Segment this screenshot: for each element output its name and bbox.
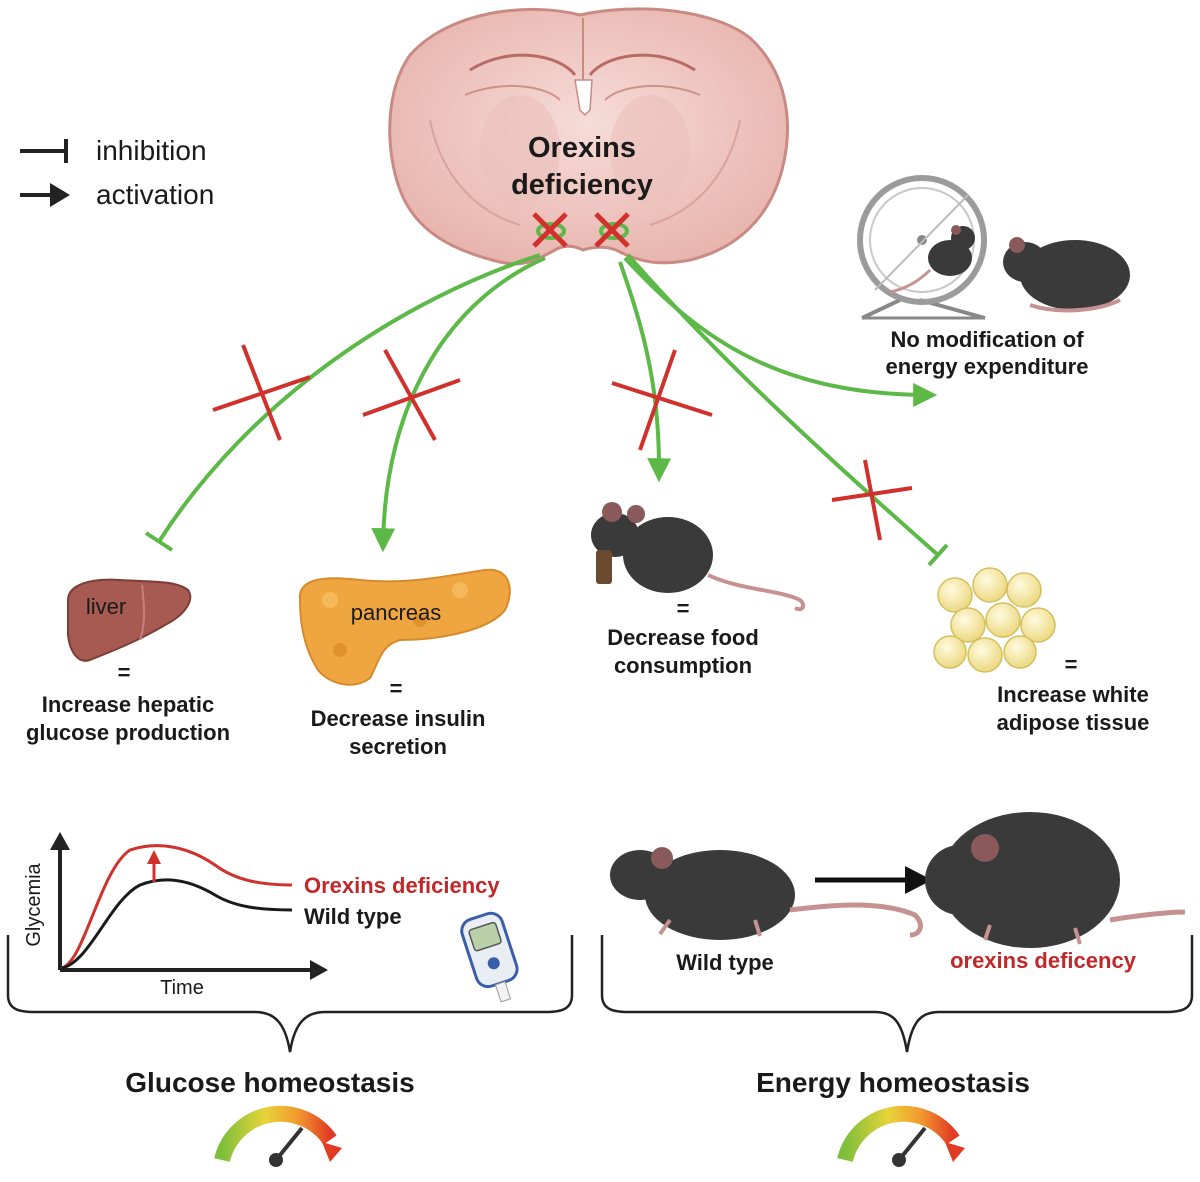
legend: inhibition activation	[20, 135, 214, 210]
pathway-adipose	[626, 253, 949, 567]
liver-line1: Increase hepatic	[42, 692, 214, 717]
food-line1: Decrease food	[607, 625, 759, 650]
mouse-in-wheel-icon	[889, 225, 975, 294]
series-orexins-deficiency: Orexins deficiency	[304, 873, 500, 898]
nucleus-cross-left-icon	[532, 212, 568, 248]
energy-deficiency-label: orexins deficency	[950, 948, 1137, 973]
energy-wildtype-label: Wild type	[676, 950, 774, 975]
pancreas-equals: =	[390, 676, 403, 701]
increase-arrow-icon	[147, 850, 161, 882]
nucleus-cross-right-icon	[594, 212, 630, 248]
glucose-homeostasis-title: Glucose homeostasis	[125, 1067, 414, 1098]
energy-gauge-icon	[837, 1105, 965, 1167]
brain-section-icon	[388, 7, 789, 266]
adipose-tissue-icon	[933, 567, 1056, 673]
pancreas-line1: Decrease insulin	[311, 706, 486, 731]
liver-icon	[67, 578, 192, 662]
inhibition-symbol-icon	[20, 139, 68, 163]
energy-expenditure-line2: energy expenditure	[886, 354, 1089, 379]
brain-title-line2: deficiency	[511, 169, 653, 201]
curve-wild-type	[61, 878, 293, 970]
eating-mouse-icon	[591, 502, 806, 612]
energy-homeostasis-title: Energy homeostasis	[756, 1067, 1030, 1098]
legend-inhibition-label: inhibition	[96, 135, 207, 166]
pathway-liver	[144, 253, 541, 552]
energy-expenditure-line1: No modification of	[890, 327, 1084, 352]
brain-title-line1: Orexins	[528, 132, 636, 164]
adipose-equals: =	[1065, 652, 1078, 677]
glycemia-ylabel: Glycemia	[23, 862, 45, 946]
legend-activation-label: activation	[96, 179, 214, 210]
pancreas-icon	[298, 568, 511, 686]
cross-food-icon	[611, 349, 713, 451]
liver-label: liver	[86, 594, 126, 619]
glycemia-xlabel: Time	[160, 977, 204, 999]
cross-adipose-icon	[831, 459, 913, 541]
liver-line2: glucose production	[26, 720, 230, 745]
glucose-bracket	[6, 935, 574, 1053]
wild-type-mouse-icon	[610, 847, 923, 940]
series-wild-type: Wild type	[304, 904, 402, 929]
food-equals: =	[677, 596, 690, 621]
food-line2: consumption	[614, 653, 752, 678]
cross-liver-icon	[212, 344, 311, 441]
adipose-line1: Increase white	[997, 682, 1149, 707]
pathway-energy	[623, 256, 938, 407]
pancreas-label: pancreas	[351, 600, 442, 625]
orexins-deficient-mouse-icon	[925, 812, 1186, 948]
energy-comparison-arrow-icon	[815, 866, 932, 894]
pathway-food	[618, 261, 672, 483]
liver-equals: =	[118, 660, 131, 685]
sleeping-mouse-icon	[1003, 237, 1130, 313]
energy-bracket	[600, 935, 1194, 1053]
glycemia-plot	[50, 832, 328, 980]
pancreas-line2: secretion	[349, 734, 447, 759]
curve-orexins-deficiency	[61, 844, 293, 970]
adipose-line2: adipose tissue	[997, 710, 1150, 735]
glucose-gauge-icon	[214, 1105, 342, 1167]
cross-pancreas-icon	[362, 349, 461, 441]
glucometer-icon	[460, 911, 519, 1003]
activation-arrow-icon	[20, 183, 70, 207]
pathway-pancreas	[371, 256, 546, 553]
